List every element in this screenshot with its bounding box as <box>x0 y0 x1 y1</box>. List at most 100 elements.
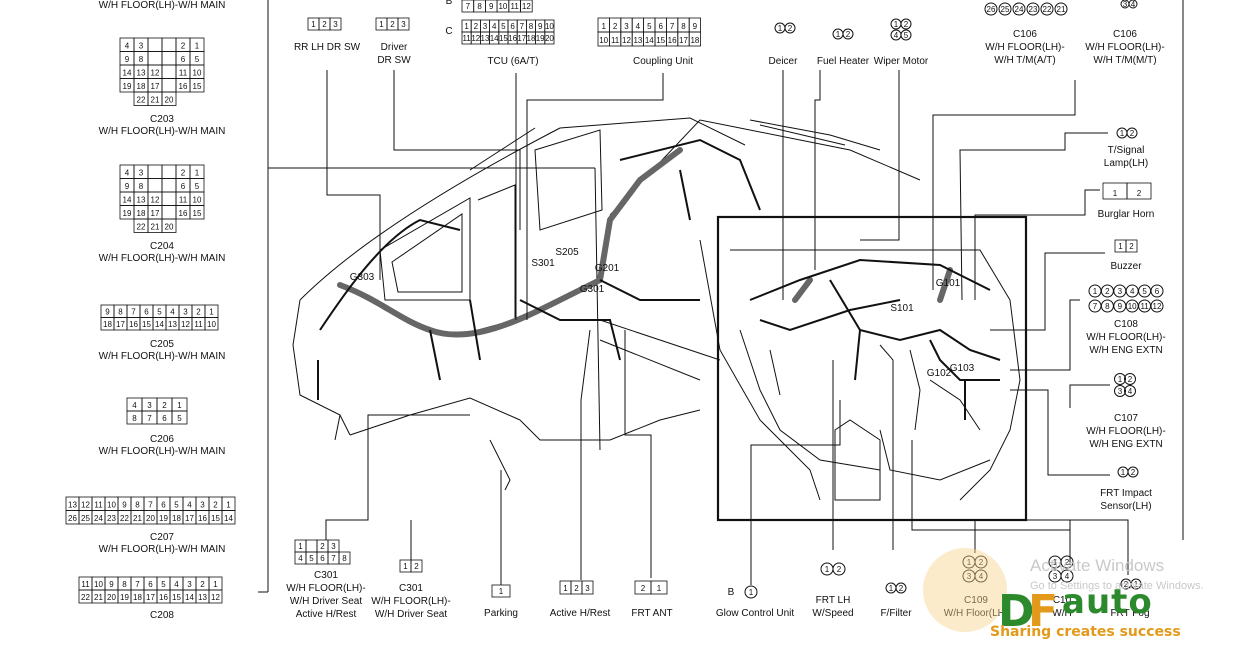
svg-text:22: 22 <box>81 593 90 602</box>
activate-windows-subtext: Go to Settings to activate Windows. <box>1030 580 1204 592</box>
label-coupling-unit: Coupling Unit <box>632 56 694 67</box>
svg-text:9: 9 <box>125 55 130 64</box>
svg-text:17: 17 <box>151 82 160 91</box>
svg-text:4: 4 <box>1130 287 1135 296</box>
c109-desc: W/H Floor(LH) <box>943 608 1009 619</box>
svg-text:3: 3 <box>1053 572 1058 581</box>
svg-text:4: 4 <box>170 308 175 317</box>
svg-text:2: 2 <box>846 30 851 39</box>
svg-text:25: 25 <box>81 514 90 523</box>
svg-text:24: 24 <box>1015 5 1024 14</box>
c106-at-code: C106 <box>1013 29 1037 40</box>
label-frt-impact: FRT Impact <box>1100 488 1152 499</box>
svg-text:15: 15 <box>172 593 181 602</box>
svg-text:5: 5 <box>177 414 182 423</box>
svg-text:5: 5 <box>309 554 314 563</box>
label-ffilter: F/Filter <box>880 608 912 619</box>
svg-text:7: 7 <box>147 414 152 423</box>
connector-c204-code: C204 <box>150 241 174 252</box>
svg-text:18: 18 <box>133 593 142 602</box>
svg-text:9: 9 <box>122 501 127 510</box>
svg-text:5: 5 <box>195 55 200 64</box>
svg-text:1: 1 <box>1053 558 1058 567</box>
svg-text:6: 6 <box>181 182 186 191</box>
svg-text:3: 3 <box>200 501 205 510</box>
svg-text:3: 3 <box>483 22 488 31</box>
svg-text:16: 16 <box>179 82 188 91</box>
c108-code: C108 <box>1114 319 1138 330</box>
svg-text:17: 17 <box>679 36 688 45</box>
svg-text:12: 12 <box>181 320 190 329</box>
svg-text:12: 12 <box>622 36 631 45</box>
ground-g103: G103 <box>949 363 975 374</box>
label-fuel-heater: Fuel Heater <box>816 56 870 67</box>
svg-text:11: 11 <box>611 36 620 45</box>
svg-text:4: 4 <box>1065 572 1070 581</box>
svg-text:2: 2 <box>979 558 984 567</box>
svg-text:4: 4 <box>894 31 899 40</box>
leader-lines <box>325 70 1129 585</box>
label-frt-impact-sensor: Sensor(LH) <box>1100 501 1152 512</box>
svg-text:16: 16 <box>159 593 168 602</box>
connector-c203-desc: W/H FLOOR(LH)-W/H MAIN <box>98 126 226 137</box>
connector-c204-desc: W/H FLOOR(LH)-W/H MAIN <box>98 253 226 264</box>
svg-text:21: 21 <box>1057 5 1066 14</box>
label-buzzer: Buzzer <box>1110 261 1142 272</box>
svg-text:11: 11 <box>179 69 188 78</box>
connector-c205-desc: W/H FLOOR(LH)-W/H MAIN <box>98 351 226 362</box>
svg-text:20: 20 <box>165 96 174 105</box>
svg-text:6: 6 <box>181 55 186 64</box>
ground-g301: G301 <box>579 284 605 295</box>
c106-mt-desc2: W/H T/M(M/T) <box>1093 55 1157 66</box>
svg-text:1: 1 <box>825 565 830 574</box>
svg-text:4: 4 <box>1131 0 1136 9</box>
c107-desc2: W/H ENG EXTN <box>1089 439 1163 450</box>
c106-mt-code: C106 <box>1113 29 1137 40</box>
svg-text:1: 1 <box>379 20 384 29</box>
svg-text:19: 19 <box>120 593 129 602</box>
svg-text:13: 13 <box>68 501 77 510</box>
svg-text:12: 12 <box>151 69 160 78</box>
svg-text:21: 21 <box>133 514 142 523</box>
svg-text:1: 1 <box>1121 468 1126 477</box>
frt-impact-connector-icon <box>1117 466 1139 478</box>
svg-text:24: 24 <box>94 514 103 523</box>
parking-pins: 1 <box>491 584 511 598</box>
svg-text:22: 22 <box>137 223 146 232</box>
svg-text:10: 10 <box>545 22 554 31</box>
svg-text:10: 10 <box>193 196 202 205</box>
svg-text:26: 26 <box>68 514 77 523</box>
svg-text:13: 13 <box>481 34 490 43</box>
svg-text:14: 14 <box>490 34 499 43</box>
svg-text:15: 15 <box>656 36 665 45</box>
branch-wiring <box>317 138 1001 420</box>
svg-text:8: 8 <box>342 554 347 563</box>
svg-text:7: 7 <box>466 2 471 11</box>
svg-text:1: 1 <box>601 22 606 31</box>
svg-text:17: 17 <box>151 209 160 218</box>
svg-text:11: 11 <box>462 34 471 43</box>
frt-lh-wspeed-connector-icon <box>820 562 846 576</box>
svg-text:1: 1 <box>499 587 504 596</box>
c108-desc1: W/H FLOOR(LH)- <box>1086 332 1166 343</box>
c106-at-desc1: W/H FLOOR(LH)- <box>985 42 1065 53</box>
svg-text:3: 3 <box>333 20 338 29</box>
svg-text:4: 4 <box>125 169 130 178</box>
svg-text:1: 1 <box>403 562 408 571</box>
svg-text:20: 20 <box>545 34 554 43</box>
svg-text:1: 1 <box>563 584 568 593</box>
svg-text:2: 2 <box>200 580 205 589</box>
svg-text:15: 15 <box>193 209 202 218</box>
svg-text:9: 9 <box>109 580 114 589</box>
svg-text:11: 11 <box>510 2 519 11</box>
svg-text:15: 15 <box>193 82 202 91</box>
svg-text:17: 17 <box>517 34 526 43</box>
svg-text:2: 2 <box>474 22 479 31</box>
c106-mt-desc1: W/H FLOOR(LH)- <box>1085 42 1165 53</box>
svg-text:7: 7 <box>135 580 140 589</box>
svg-text:5: 5 <box>647 22 652 31</box>
